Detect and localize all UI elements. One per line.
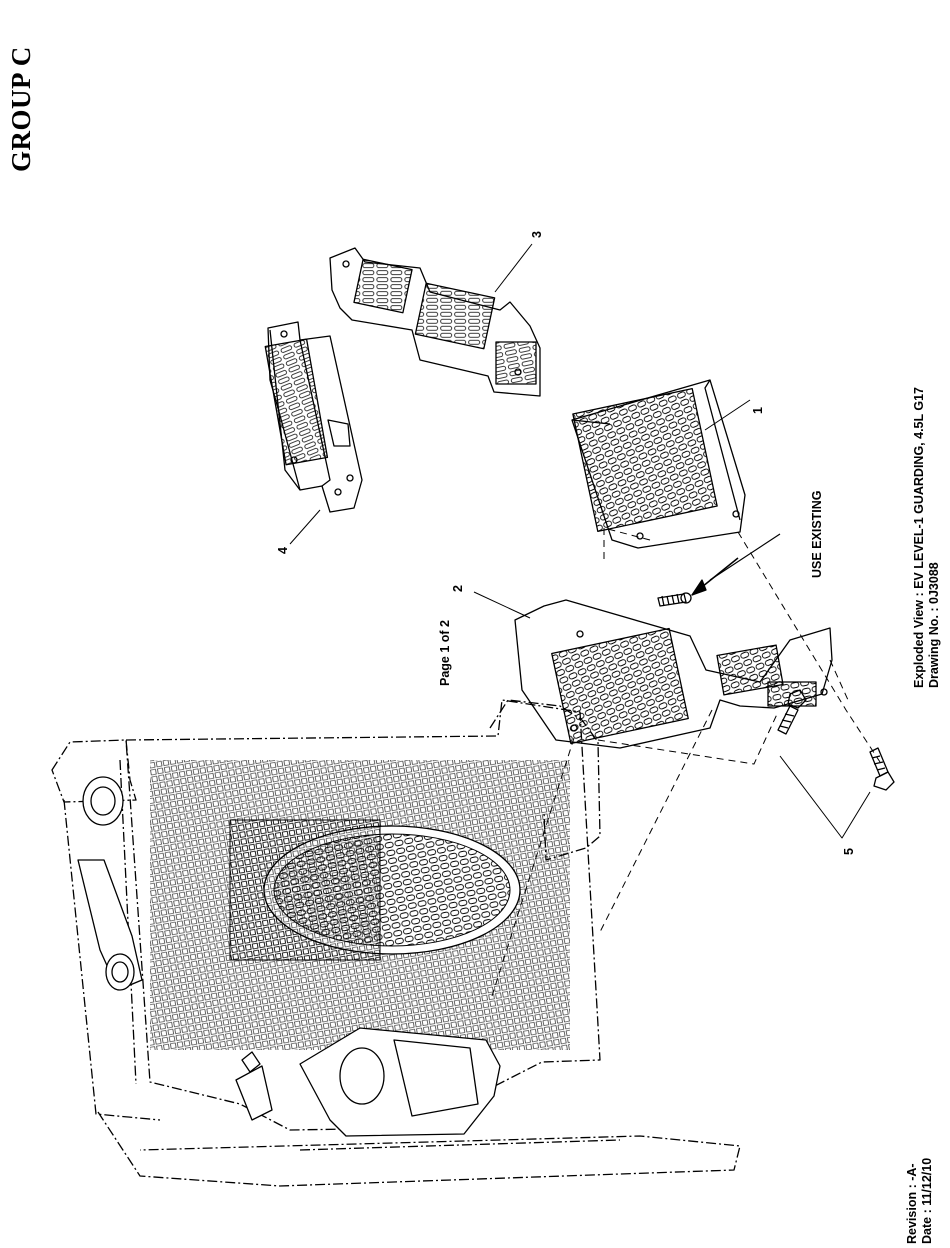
filler-neck: [78, 777, 142, 990]
callout-5-leader: [780, 756, 870, 838]
use-existing-bolt: [658, 534, 780, 606]
hose-fitting: [236, 1052, 272, 1120]
bolt-part-5-lower: [870, 748, 894, 790]
guard-part-3: [330, 244, 540, 396]
guard-part-2: [474, 592, 832, 748]
guard-part-1: [572, 380, 750, 548]
guard-part-4: [265, 322, 362, 544]
